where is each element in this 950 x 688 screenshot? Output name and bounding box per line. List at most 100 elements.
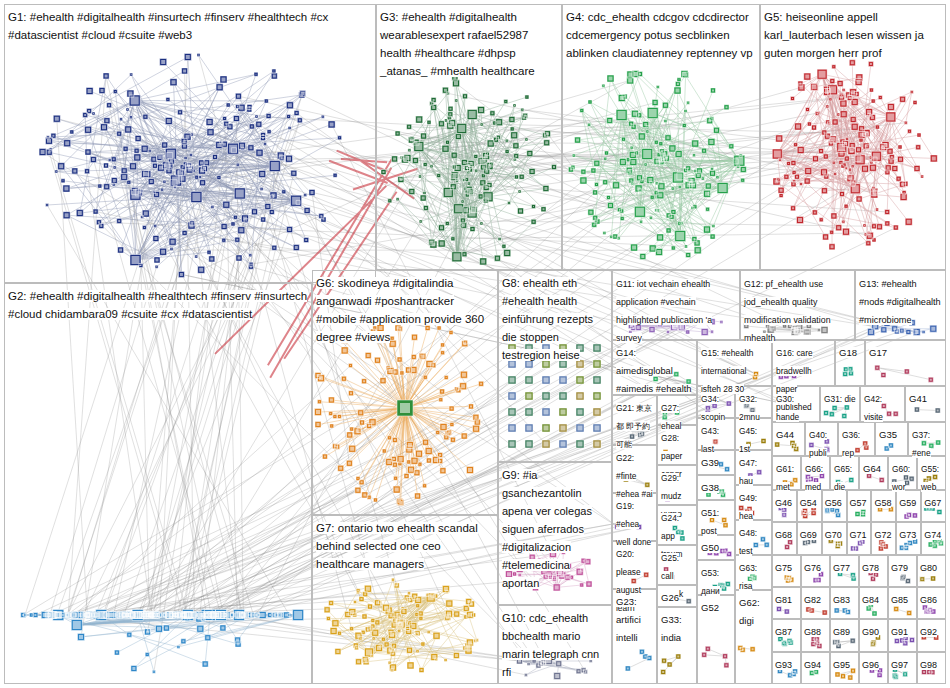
group-box: G22: #finte #ehea #ai bbox=[612, 445, 657, 493]
group-edges bbox=[917, 409, 938, 411]
vertex-images bbox=[883, 405, 897, 415]
vertex-images bbox=[868, 475, 883, 481]
group-label: G31: die bbox=[824, 394, 856, 404]
group-label: G81 bbox=[775, 595, 792, 605]
vertex-marks bbox=[753, 537, 769, 548]
vertex-images bbox=[786, 541, 791, 548]
group-box: G72 bbox=[871, 522, 896, 554]
group-box: G90 bbox=[859, 619, 888, 651]
group-box: G83 bbox=[830, 587, 859, 619]
vertex-marks bbox=[315, 325, 484, 506]
vertex-marks bbox=[878, 540, 888, 551]
group-box: G52 bbox=[697, 595, 735, 684]
vertex-images bbox=[906, 514, 916, 517]
group-box: G19: #ehea well done bbox=[612, 493, 657, 541]
vertex-images bbox=[774, 61, 936, 248]
group-label: G82 bbox=[804, 595, 821, 605]
group-box: G67 bbox=[921, 490, 946, 522]
group-label: G3: #ehealth #digitalhealth wearablesexp… bbox=[380, 11, 535, 77]
vertex-images bbox=[383, 76, 556, 263]
group-box: G79 bbox=[888, 555, 917, 587]
group-edges bbox=[708, 404, 729, 413]
group-label: G90 bbox=[862, 627, 879, 637]
group-label: G79 bbox=[891, 563, 908, 573]
group-label: G63: risa bbox=[739, 563, 757, 591]
vertex-marks bbox=[894, 606, 912, 615]
group-label: G13: #ehealth #nods #digitalhealth #micr… bbox=[859, 279, 941, 325]
vertex-images bbox=[825, 406, 848, 417]
group-label: G33: india bbox=[661, 614, 682, 643]
vertex-marks bbox=[661, 654, 681, 675]
group-box: G1: #ehealth #digitalhealth #insurtech #… bbox=[4, 4, 376, 283]
group-label: G98 bbox=[920, 660, 937, 670]
vertex-images bbox=[815, 573, 822, 581]
vertex-marks bbox=[833, 638, 855, 648]
group-box: G88 bbox=[801, 619, 830, 651]
group-label: G6: skodineya #digitalindia anganwadi #p… bbox=[316, 277, 484, 343]
vertex-images bbox=[844, 368, 852, 375]
vertex-marks bbox=[811, 637, 822, 649]
vertex-images bbox=[804, 540, 815, 544]
group-label: G57 bbox=[850, 498, 867, 508]
group-box: G55: web bbox=[917, 456, 946, 490]
inter-group-lines bbox=[23, 55, 917, 675]
group-label: G38 bbox=[701, 482, 719, 493]
vertex-marks bbox=[884, 443, 893, 451]
vertex-marks bbox=[914, 407, 940, 413]
group-label: G23: artifici intelli bbox=[616, 596, 641, 643]
group-box: G2: #ehealth #digitalhealth #healthtech … bbox=[4, 283, 312, 684]
group-box: G68 bbox=[772, 522, 797, 554]
group-box: G40: publi bbox=[805, 422, 838, 456]
group-label: G73 bbox=[899, 530, 916, 540]
vertex-images bbox=[872, 636, 879, 645]
group-label: G72 bbox=[874, 530, 891, 540]
vertex-images bbox=[748, 440, 765, 445]
vertex-marks bbox=[785, 540, 793, 550]
group-box: G17 bbox=[865, 340, 946, 386]
vertex-images bbox=[857, 511, 865, 515]
group-box: G18 bbox=[835, 340, 865, 386]
group-label: G34: scopin bbox=[701, 394, 725, 422]
group-box: G37: #ene bbox=[908, 422, 946, 456]
group-label: G50 bbox=[701, 542, 719, 553]
group-label: G7: ontario two ehealth scandal behind s… bbox=[316, 522, 478, 570]
group-box: G3: #ehealth #digitalhealth wearablesexp… bbox=[376, 4, 562, 270]
group-box: G13: #ehealth #nods #digitalhealth #micr… bbox=[855, 270, 946, 340]
vertex-marks bbox=[775, 440, 799, 451]
group-box: G15: #ehealth international isfteh 28 30 bbox=[697, 340, 772, 386]
group-label: G76 bbox=[804, 563, 821, 573]
group-label: G89 bbox=[833, 627, 850, 637]
group-box: G76 bbox=[801, 555, 830, 587]
group-label: G60: wor bbox=[892, 464, 910, 492]
vertex-images bbox=[803, 508, 815, 518]
vertex-images bbox=[316, 326, 482, 504]
group-box: G27: eheal bbox=[657, 395, 697, 425]
vertex-images bbox=[570, 72, 745, 258]
group-label: G37: #ene bbox=[912, 430, 931, 458]
group-label: G94 bbox=[804, 660, 821, 670]
group-label: G56 bbox=[825, 498, 842, 508]
group-box: G50 bbox=[697, 535, 735, 560]
group-box: G38 bbox=[697, 475, 735, 500]
vertex-images bbox=[901, 541, 916, 549]
group-label: G69 bbox=[800, 530, 817, 540]
group-box: G77 bbox=[830, 555, 859, 587]
vertex-images bbox=[786, 577, 793, 582]
group-label: G95 bbox=[833, 660, 850, 670]
group-label: G44 bbox=[776, 429, 794, 440]
group-box: G45: 1st bbox=[735, 418, 772, 450]
group-box: G4: cdc_ehealth cdcgov cdcdirector cdcem… bbox=[562, 4, 760, 270]
vertex-marks bbox=[542, 360, 601, 448]
vertex-marks bbox=[920, 576, 936, 582]
group-label: G39 bbox=[701, 457, 719, 468]
vertex-marks bbox=[738, 646, 755, 653]
vertex-marks bbox=[899, 539, 917, 550]
vertex-images bbox=[868, 604, 876, 615]
group-box: G62: digi bbox=[735, 590, 772, 684]
vertex-images bbox=[923, 671, 933, 673]
vertex-images bbox=[811, 671, 817, 674]
group-box: G93 bbox=[772, 652, 801, 684]
group-box: G87 bbox=[772, 619, 801, 651]
group-box: G33: india bbox=[657, 607, 697, 684]
